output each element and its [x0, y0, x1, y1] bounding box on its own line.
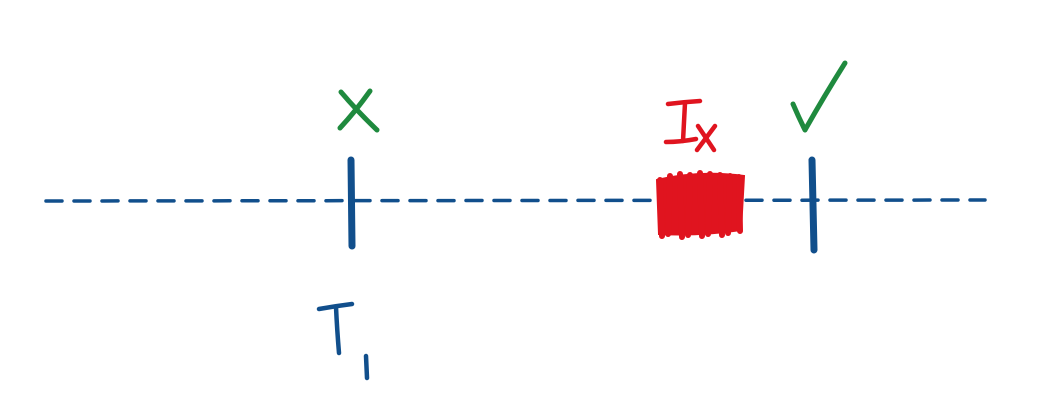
tick-label-t1 — [316, 301, 370, 381]
dashed-axis-line — [44, 198, 987, 203]
tick-mark-right — [808, 156, 818, 254]
interval-block-ix — [655, 170, 746, 240]
tick-mark-t1 — [347, 156, 356, 250]
cross-mark-icon — [337, 88, 380, 133]
check-mark-icon — [790, 60, 848, 133]
interval-label-ix — [663, 98, 718, 153]
